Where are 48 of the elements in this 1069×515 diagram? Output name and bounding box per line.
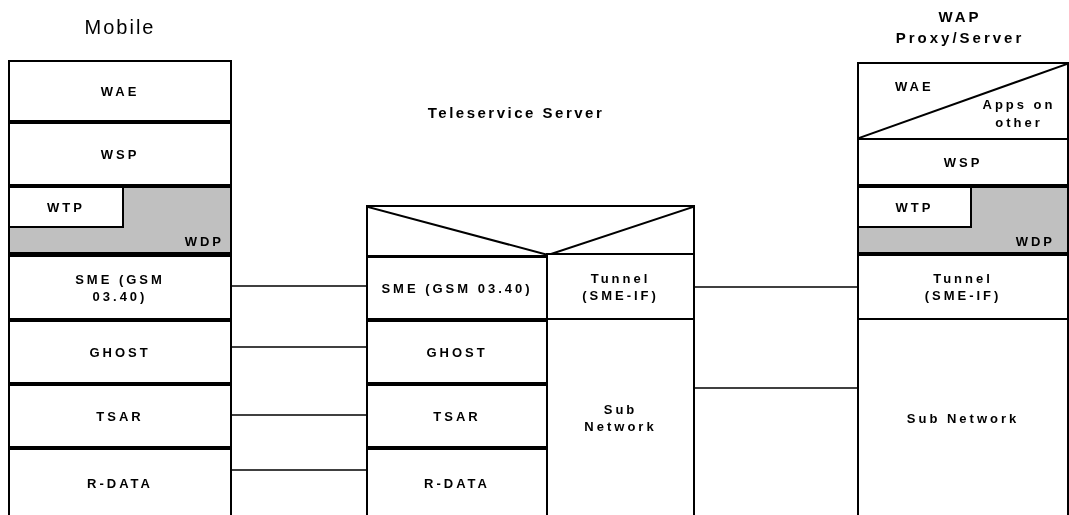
layer-name: WSP <box>942 153 984 171</box>
layer-name: SME (GSM 03.40) <box>380 279 534 297</box>
layer-name: WTP <box>46 198 86 216</box>
layer-name: WDP <box>1015 233 1055 250</box>
layer-name: WSP <box>99 145 141 163</box>
protocol-layer <box>857 138 1069 186</box>
protocol-layer <box>546 253 695 320</box>
connector-line <box>694 286 858 288</box>
protocol-layer <box>8 320 232 384</box>
layer-name: Apps on other <box>981 96 1057 132</box>
protocol-layer <box>8 448 232 515</box>
protocol-layer <box>366 384 548 448</box>
layer-name: GHOST <box>425 343 489 361</box>
protocol-layer <box>8 60 232 122</box>
layer-name: R-DATA <box>423 474 491 491</box>
protocol-layer <box>8 186 124 228</box>
protocol-layer <box>8 254 232 320</box>
column-heading: WAP Proxy/Server <box>894 7 1026 48</box>
column-heading: Mobile <box>83 16 157 39</box>
layer-name: Sub Network <box>905 409 1021 426</box>
protocol-layer <box>366 320 548 384</box>
protocol-layer <box>366 448 548 515</box>
layer-name: Sub Network <box>583 400 658 435</box>
layer-name: SME (GSM 03.40) <box>74 270 166 305</box>
layer-name: WDP <box>184 233 224 250</box>
protocol-layer <box>857 186 972 228</box>
protocol-layer <box>8 186 232 254</box>
layer-name: GHOST <box>88 343 152 361</box>
protocol-layer <box>366 255 548 320</box>
protocol-layer <box>857 186 1069 254</box>
layer-name: TSAR <box>95 407 145 425</box>
layer-name: WAE <box>99 82 141 100</box>
layer-name: WTP <box>894 198 935 216</box>
network-layer <box>857 318 1069 515</box>
protocol-layer <box>8 384 232 448</box>
connector-line <box>231 346 367 348</box>
column-heading: Teleservice Server <box>426 104 606 121</box>
layer-name: WAE <box>895 78 934 95</box>
layer-name: Tunnel (SME-IF) <box>923 270 1003 304</box>
protocol-layer <box>857 254 1069 320</box>
connector-line <box>231 469 367 471</box>
protocol-layer <box>8 122 232 186</box>
layer-name: R-DATA <box>86 474 154 491</box>
connector-line <box>231 285 367 287</box>
connector-line <box>231 414 367 416</box>
connector-line <box>694 387 858 389</box>
layer-name: Tunnel (SME-IF) <box>581 269 660 304</box>
layer-name: TSAR <box>432 407 482 425</box>
